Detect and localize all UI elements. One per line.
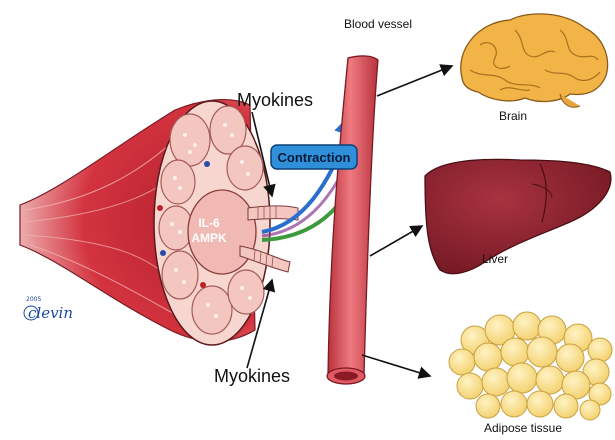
blood-vessel-label: Blood vessel (344, 17, 412, 31)
liver (425, 159, 611, 273)
myokines-label-bottom: Myokines (214, 366, 290, 386)
blood-vessel (327, 56, 378, 384)
il6-label: IL-6 (198, 216, 220, 230)
contraction-label: Contraction (278, 150, 351, 165)
arrow-to-liver (370, 226, 422, 256)
brain (461, 14, 608, 107)
arrow-to-brain (377, 66, 452, 96)
myokines-label-top: Myokines (237, 90, 313, 110)
ampk-label: AMPK (191, 231, 227, 245)
liver-label: Liver (482, 252, 508, 266)
contraction-badge: Contraction (271, 145, 357, 169)
signature-year: 2005 (26, 296, 41, 303)
arrow-to-adipose (362, 355, 430, 376)
brain-label: Brain (499, 109, 527, 123)
adipose-tissue (449, 312, 612, 420)
adipose-tissue-label: Adipose tissue (484, 421, 562, 435)
